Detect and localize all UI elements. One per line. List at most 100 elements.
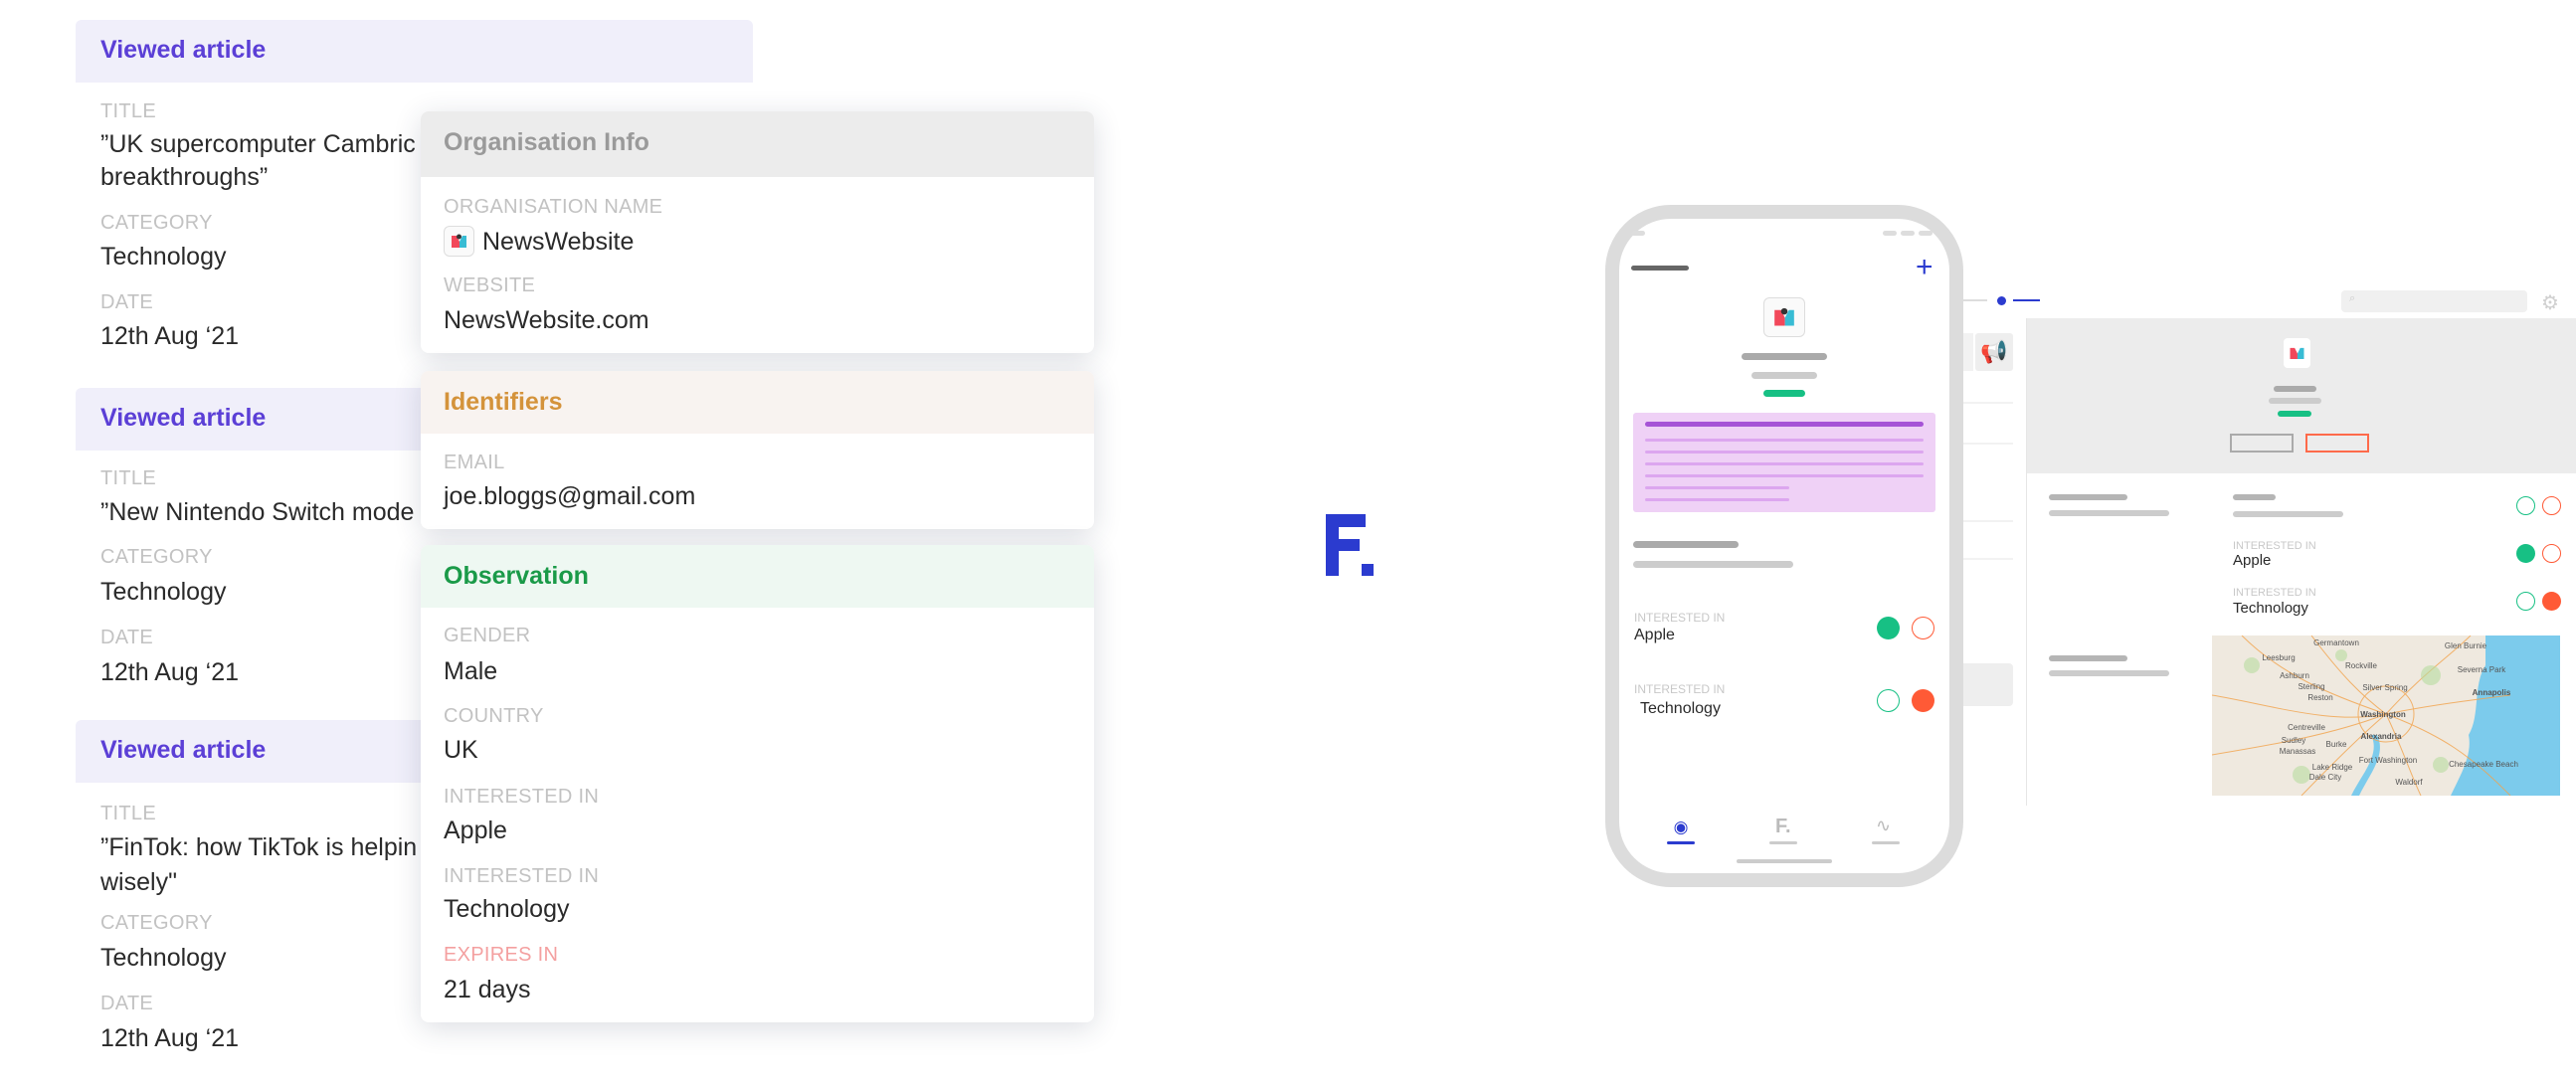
yes-toggle[interactable] [1877,689,1900,712]
date-value: 12th Aug ‘21 [100,322,240,350]
megaphone-icon[interactable]: 📢 [1975,333,2013,371]
map-place-label: Annapolis [2473,688,2511,697]
map-place-label: Chesapeake Beach [2449,760,2518,769]
yes-toggle[interactable] [2516,592,2535,611]
home-indicator [1737,859,1832,863]
interest-value: Technology [2233,600,2308,617]
identifiers-card: Identifiers EMAIL joe.bloggs@gmail.com [421,371,1094,529]
card-title: Organisation Info [444,128,649,156]
article-header-title: Viewed article [100,736,267,764]
map-place-label: Reston [2307,693,2332,702]
article-header: Viewed article [76,20,753,83]
newswebsite-logo-icon [2284,338,2310,368]
category-label: CATEGORY [100,212,213,234]
date-label: DATE [100,993,154,1014]
email-label: EMAIL [444,452,505,473]
title-label: TITLE [100,100,156,122]
map-place-label: Sterling [2298,682,2324,691]
org-name-value: NewsWebsite [482,228,635,256]
card-title: Identifiers [444,388,563,416]
primary-button[interactable] [2305,434,2369,453]
gender-value: Male [444,657,498,685]
gear-icon[interactable]: ⚙ [2541,292,2559,314]
website-value: NewsWebsite.com [444,306,649,334]
active-tab-indicator [1667,841,1695,844]
map-place-label: Glen Burnie [2445,641,2487,650]
map-place-label: Silver Spring [2362,683,2407,692]
newswebsite-logo-icon [1763,297,1805,337]
no-toggle[interactable] [1912,689,1934,712]
category-value: Technology [100,578,227,606]
category-value: Technology [100,944,227,972]
country-value: UK [444,736,478,764]
title-label: TITLE [100,467,156,489]
country-label: COUNTRY [444,705,544,727]
interest-label: INTERESTED IN [1634,682,1726,696]
interest-value: Apple [1634,627,1675,643]
interest-label: INTERESTED IN [444,865,600,887]
gender-label: GENDER [444,625,531,646]
org-name-label: ORGANISATION NAME [444,196,663,218]
map-place-label: Washington [2360,710,2406,719]
title-label: TITLE [100,803,156,824]
search-icon: ⌕ [2349,292,2356,304]
search-input[interactable]: ⌕ [2341,290,2527,312]
category-value: Technology [100,243,227,271]
map-place-label: Burke [2326,740,2347,749]
plus-icon[interactable]: + [1916,251,1933,283]
activity-icon[interactable]: ∿ [1876,816,1892,835]
brand-f-icon[interactable]: F. [1775,816,1791,837]
interest-label: INTERESTED IN [2233,587,2316,599]
category-label: CATEGORY [100,912,213,934]
interest-value: Apple [444,817,507,844]
yes-toggle[interactable] [1877,617,1900,639]
newswebsite-logo-icon [444,226,474,257]
profile-header [2027,318,2576,473]
card-header: Organisation Info [421,111,1094,177]
brand-f-logo-icon [1326,514,1374,576]
map-place-label: Germantown [2313,638,2359,647]
website-label: WEBSITE [444,274,536,296]
interest-label: INTERESTED IN [444,786,600,808]
map-place-label: Rockville [2345,661,2378,670]
organisation-info-card: Organisation Info ORGANISATION NAME News… [421,111,1094,353]
title-value: ”New Nintendo Switch mode [100,498,415,526]
expires-label: EXPIRES IN [444,944,559,966]
article-header-title: Viewed article [100,404,267,432]
card-title: Observation [444,562,589,590]
map-place-label: Sudley [2282,736,2305,745]
map-place-label: Waldorf [2395,778,2423,787]
category-label: CATEGORY [100,546,213,568]
map-place-label: Fort Washington [2359,756,2417,765]
yes-toggle[interactable] [2516,496,2535,515]
step-indicator-dot [1997,296,2006,305]
map-place-label: Severna Park [2458,665,2506,674]
interest-value: Technology [1640,700,1721,717]
map-place-label: Manassas [2280,747,2315,756]
map-place-label: Centreville [2288,723,2325,732]
map-place-label: Alexandria [2361,732,2402,741]
date-value: 12th Aug ‘21 [100,658,240,686]
map-place-label: Lake Ridge [2312,763,2353,772]
no-toggle[interactable] [2542,544,2561,563]
interest-label: INTERESTED IN [1634,611,1726,625]
highlight-card [1633,413,1935,512]
title-value: breakthroughs” [100,163,269,191]
secondary-button[interactable] [2230,434,2294,453]
yes-toggle[interactable] [2516,544,2535,563]
no-toggle[interactable] [2542,592,2561,611]
interest-label: INTERESTED IN [2233,540,2316,552]
date-label: DATE [100,291,154,313]
no-toggle[interactable] [1912,617,1934,639]
title-value: ”FinTok: how TikTok is helpin [100,833,418,861]
map-place-label: Leesburg [2262,653,2295,662]
expires-value: 21 days [444,976,531,1003]
title-value: ”UK supercomputer Cambric [100,130,416,158]
profile-icon[interactable]: ◉ [1673,818,1689,836]
interest-value: Apple [2233,552,2272,569]
observation-card: Observation GENDER Male COUNTRY UK INTER… [421,545,1094,1022]
date-value: 12th Aug ‘21 [100,1024,240,1052]
interest-value: Technology [444,895,570,923]
no-toggle[interactable] [2542,496,2561,515]
